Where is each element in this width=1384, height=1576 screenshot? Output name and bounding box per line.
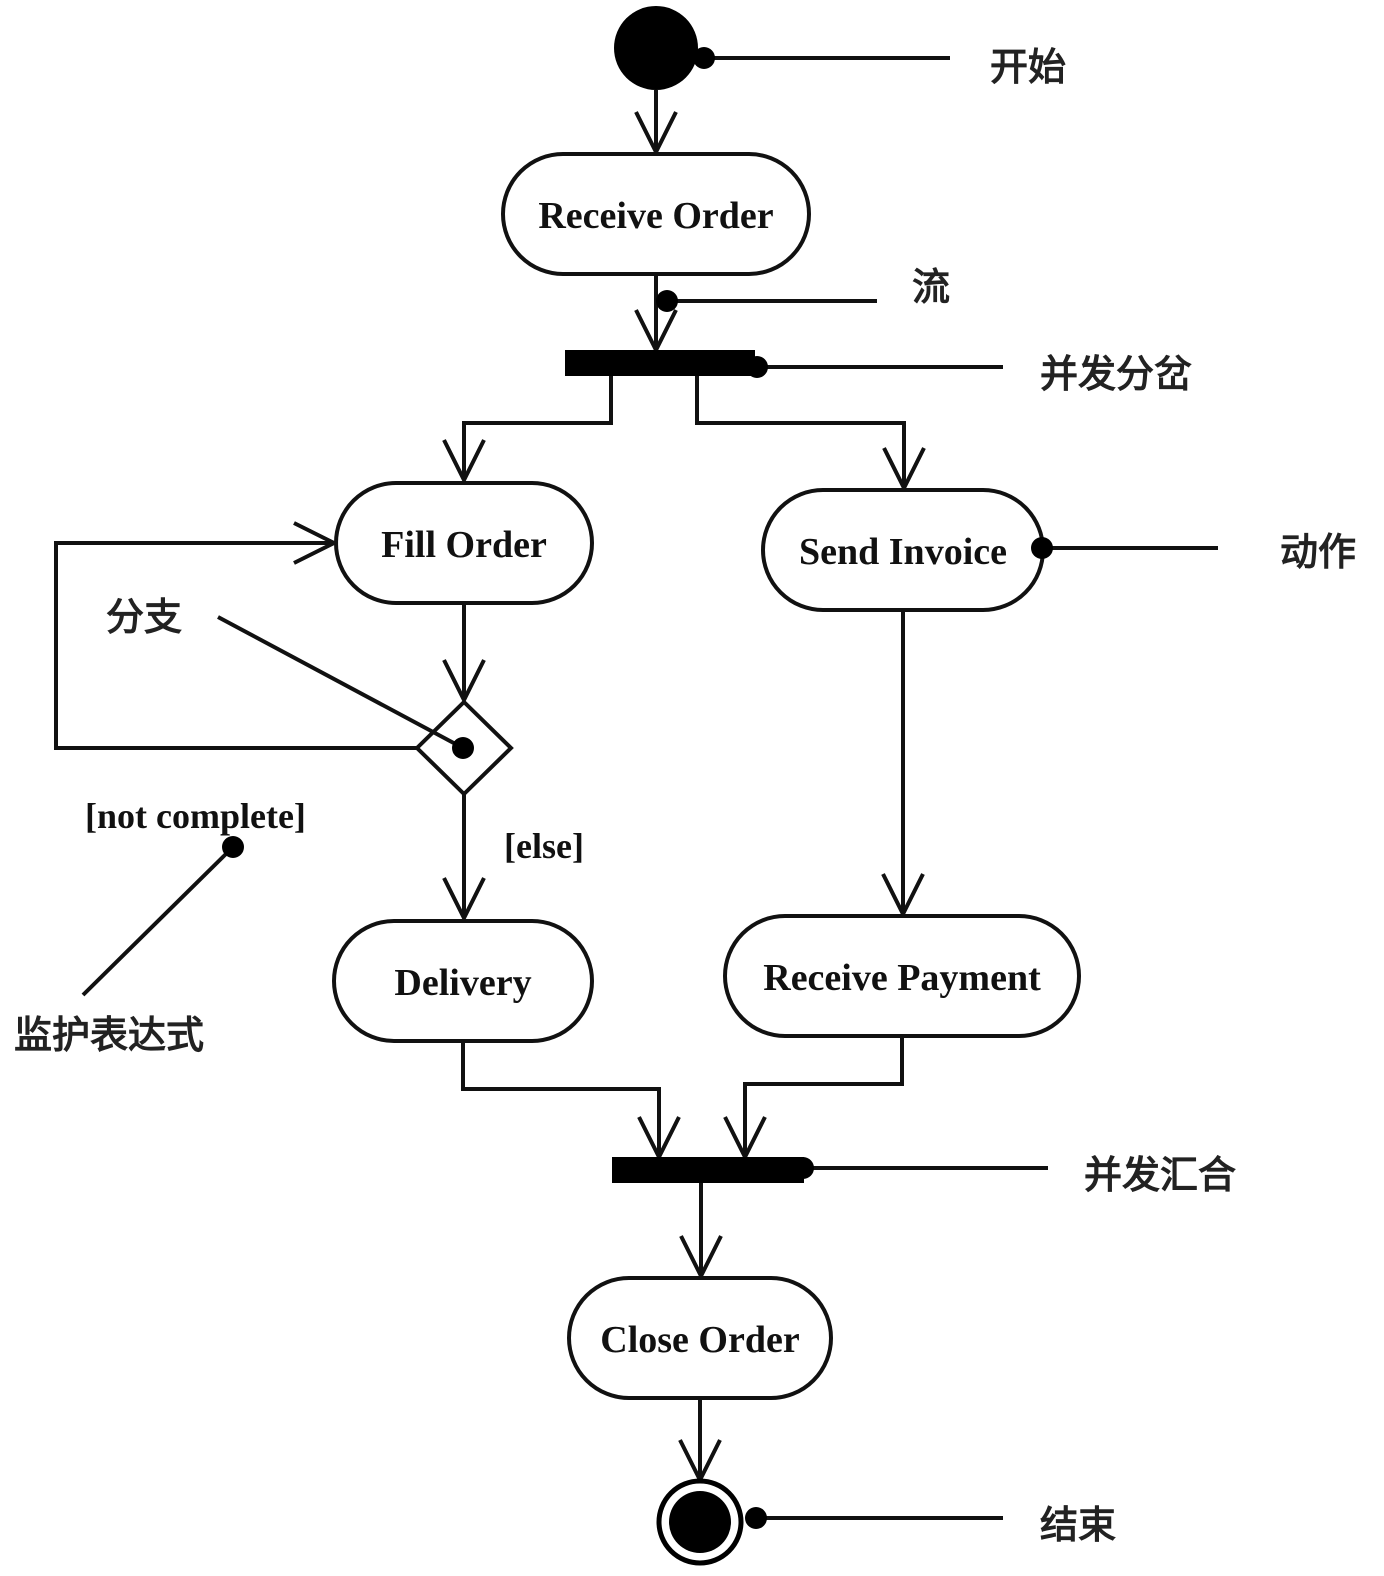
action-label: Receive Payment bbox=[763, 957, 1041, 999]
action-label: Send Invoice bbox=[799, 531, 1007, 573]
action-delivery: Delivery bbox=[332, 919, 594, 1043]
annotation-fork: 并发分岔 bbox=[1040, 352, 1192, 396]
flow-receive-payment-to-join bbox=[743, 1036, 904, 1155]
fork-bar bbox=[565, 350, 755, 376]
flow-delivery-to-join bbox=[461, 1041, 661, 1155]
guard-else: [else] bbox=[504, 826, 584, 866]
final-node bbox=[656, 1478, 744, 1566]
pointer-join bbox=[792, 1157, 1048, 1179]
annotation-join: 并发汇合 bbox=[1084, 1153, 1236, 1197]
annotation-guard-expression: 监护表达式 bbox=[14, 1013, 204, 1057]
arrowhead bbox=[442, 439, 486, 485]
annotation-branch: 分支 bbox=[106, 595, 182, 639]
pointer-guard bbox=[81, 836, 244, 997]
annotation-flow: 流 bbox=[912, 265, 950, 309]
annotation-end: 结束 bbox=[1040, 1503, 1116, 1547]
annotation-start: 开始 bbox=[990, 45, 1066, 89]
action-label: Fill Order bbox=[381, 524, 547, 566]
guard-not-complete: [not complete] bbox=[85, 796, 306, 836]
action-receive-order: Receive Order bbox=[501, 152, 811, 276]
action-fill-order: Fill Order bbox=[334, 481, 594, 605]
action-send-invoice: Send Invoice bbox=[761, 488, 1045, 612]
pointer-start bbox=[693, 47, 950, 69]
pointer-action bbox=[1031, 537, 1218, 559]
pointer-flow bbox=[656, 290, 877, 312]
action-close-order: Close Order bbox=[567, 1276, 833, 1400]
action-label: Delivery bbox=[394, 962, 531, 1004]
initial-node bbox=[614, 6, 698, 90]
flow-fork-to-send-invoice bbox=[695, 376, 906, 486]
action-receive-payment: Receive Payment bbox=[723, 914, 1081, 1038]
annotation-action: 动作 bbox=[1280, 530, 1356, 574]
flow-decision-loop-to-fill-order bbox=[54, 541, 417, 750]
flow-fork-to-fill-order bbox=[462, 376, 613, 478]
arrowhead bbox=[293, 521, 339, 565]
action-label: Close Order bbox=[600, 1319, 800, 1361]
pointer-fork bbox=[746, 356, 1003, 378]
pointer-branch bbox=[217, 615, 474, 759]
action-label: Receive Order bbox=[538, 195, 773, 237]
join-bar bbox=[612, 1157, 804, 1183]
pointer-end bbox=[745, 1507, 1003, 1529]
arrowhead bbox=[442, 877, 486, 923]
